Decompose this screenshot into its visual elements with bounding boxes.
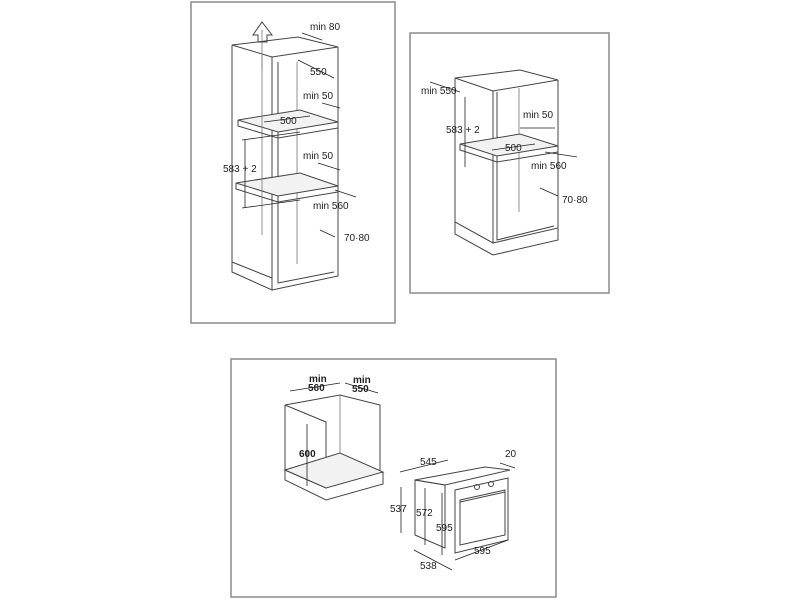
label-depth: min 550 <box>421 86 457 97</box>
label-front-thickness: 20 <box>505 449 517 460</box>
label-niche-width: min 560 <box>531 161 567 172</box>
label-oven-depth: 545 <box>420 457 437 468</box>
under-counter-panel: min 560 min 550 600 545 20 537 572 595 5… <box>230 358 557 598</box>
label-niche-height: 583 + 2 <box>446 125 480 136</box>
label-width-value: 560 <box>308 383 325 394</box>
label-niche-width: min 560 <box>313 201 349 212</box>
base-column-drawing <box>429 69 578 256</box>
label-rear-gap: 70·80 <box>344 233 370 244</box>
label-rear-gap: 70·80 <box>562 195 588 206</box>
label-height: 600 <box>299 449 316 460</box>
label-lower-gap: min 50 <box>303 151 333 162</box>
oven-drawing <box>399 459 516 571</box>
label-depth-value: 550 <box>352 384 369 395</box>
label-shelf-depth: 500 <box>505 143 522 154</box>
label-width-min: min <box>309 374 327 385</box>
label-depth-min: min <box>353 375 371 386</box>
label-depth: 550 <box>310 67 327 78</box>
label-shelf-depth: 500 <box>280 116 297 127</box>
label-niche-height: 583 + 2 <box>223 164 257 175</box>
tall-cabinet-panel: min 80 550 min 50 500 583 + 2 min 50 min… <box>190 1 396 324</box>
label-front-width: 595 <box>474 546 491 557</box>
label-top-vent: min 80 <box>310 22 340 33</box>
label-inner-height: 572 <box>416 508 433 519</box>
label-front-height: 595 <box>436 523 453 534</box>
label-upper-gap: min 50 <box>303 91 333 102</box>
niche-drawing <box>283 382 385 501</box>
label-body-height: 537 <box>390 504 407 515</box>
panel-frame <box>190 1 396 324</box>
base-column-panel: min 550 583 + 2 min 50 500 min 560 70·80 <box>409 32 610 294</box>
label-rear-gap-top: min 50 <box>523 110 553 121</box>
panel-frame <box>409 32 610 294</box>
tall-cabinet-drawing <box>231 21 357 291</box>
label-body-width: 538 <box>420 561 437 572</box>
